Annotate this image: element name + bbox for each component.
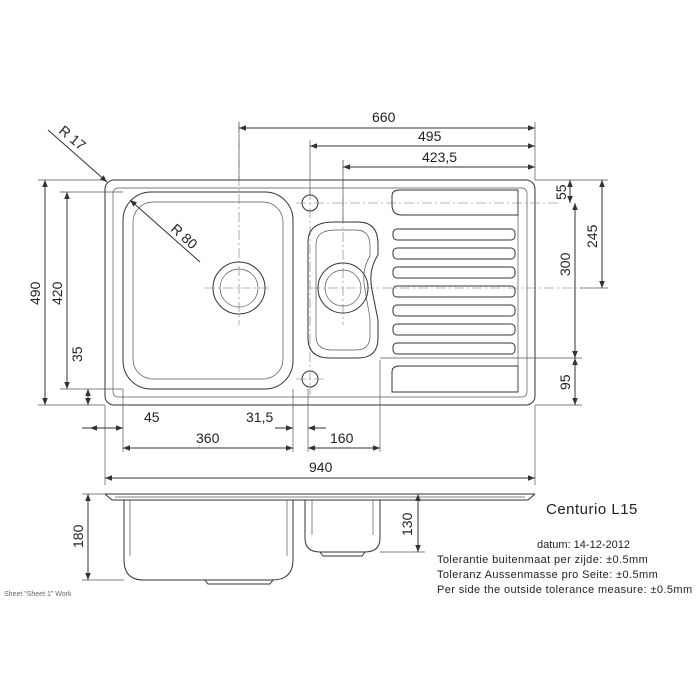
dim-495: 495 <box>418 128 442 144</box>
small-drain-section <box>319 551 366 557</box>
drawing-date: datum: 14-12-2012 <box>537 539 630 551</box>
sheet-label: Sheet "Sheet 1" Work <box>4 591 72 598</box>
dim-660: 660 <box>372 109 396 125</box>
radius-80: R 80 <box>168 220 201 252</box>
dim-490: 490 <box>27 281 43 305</box>
sink-top-view <box>104 122 580 406</box>
sink-rim-inner <box>112 187 528 398</box>
tolerance-note-en: Per side the outside tolerance measure: … <box>437 584 693 596</box>
drainer-grooves <box>392 228 516 355</box>
product-name: Centurio L15 <box>546 501 638 518</box>
small-bowl-section <box>304 500 381 553</box>
dim-45: 45 <box>144 409 160 425</box>
dimension-lines <box>38 122 608 485</box>
r17-leader <box>47 129 108 183</box>
drainer-groove <box>392 285 516 298</box>
dim-423: 423,5 <box>422 149 457 165</box>
dim-55: 55 <box>553 184 569 200</box>
main-bowl-section <box>123 500 294 581</box>
drainer-groove <box>392 228 516 241</box>
dim-180: 180 <box>70 524 86 548</box>
small-bowl <box>307 221 379 359</box>
dim-35: 35 <box>69 346 85 362</box>
drainer-groove <box>392 266 516 279</box>
main-bowl-inner <box>132 201 284 380</box>
dim-160: 160 <box>330 430 354 446</box>
sink-side-view: 180 130 <box>70 493 536 585</box>
radius-17: R 17 <box>56 122 89 153</box>
drainer-groove <box>392 304 516 317</box>
main-bowl <box>122 191 294 390</box>
dim-940: 940 <box>309 459 333 475</box>
drainer-lower <box>391 365 519 393</box>
sink-outline <box>104 179 536 406</box>
title-block: Centurio L15 datum: 14-12-2012 Toleranti… <box>4 501 693 598</box>
r80-leader <box>129 199 201 263</box>
drainer-groove <box>392 342 516 355</box>
small-bowl-inner <box>315 229 371 351</box>
drainer-area <box>391 189 519 216</box>
main-drain-section <box>204 579 274 585</box>
tolerance-note-nl: Tolerantie buitenmaat per zijde: ±0.5mm <box>437 554 648 566</box>
dim-420: 420 <box>49 281 65 305</box>
dim-360: 360 <box>196 430 220 446</box>
tolerance-note-de: Toleranz Aussenmasse pro Seite: ±0.5mm <box>437 569 658 581</box>
dim-245: 245 <box>584 224 600 248</box>
dim-300: 300 <box>557 252 573 276</box>
side-rim <box>104 493 536 501</box>
drainer-groove <box>392 323 516 336</box>
dim-31: 31,5 <box>246 409 273 425</box>
dim-130: 130 <box>399 512 415 536</box>
dim-95: 95 <box>557 374 573 390</box>
drainer-groove <box>392 247 516 260</box>
